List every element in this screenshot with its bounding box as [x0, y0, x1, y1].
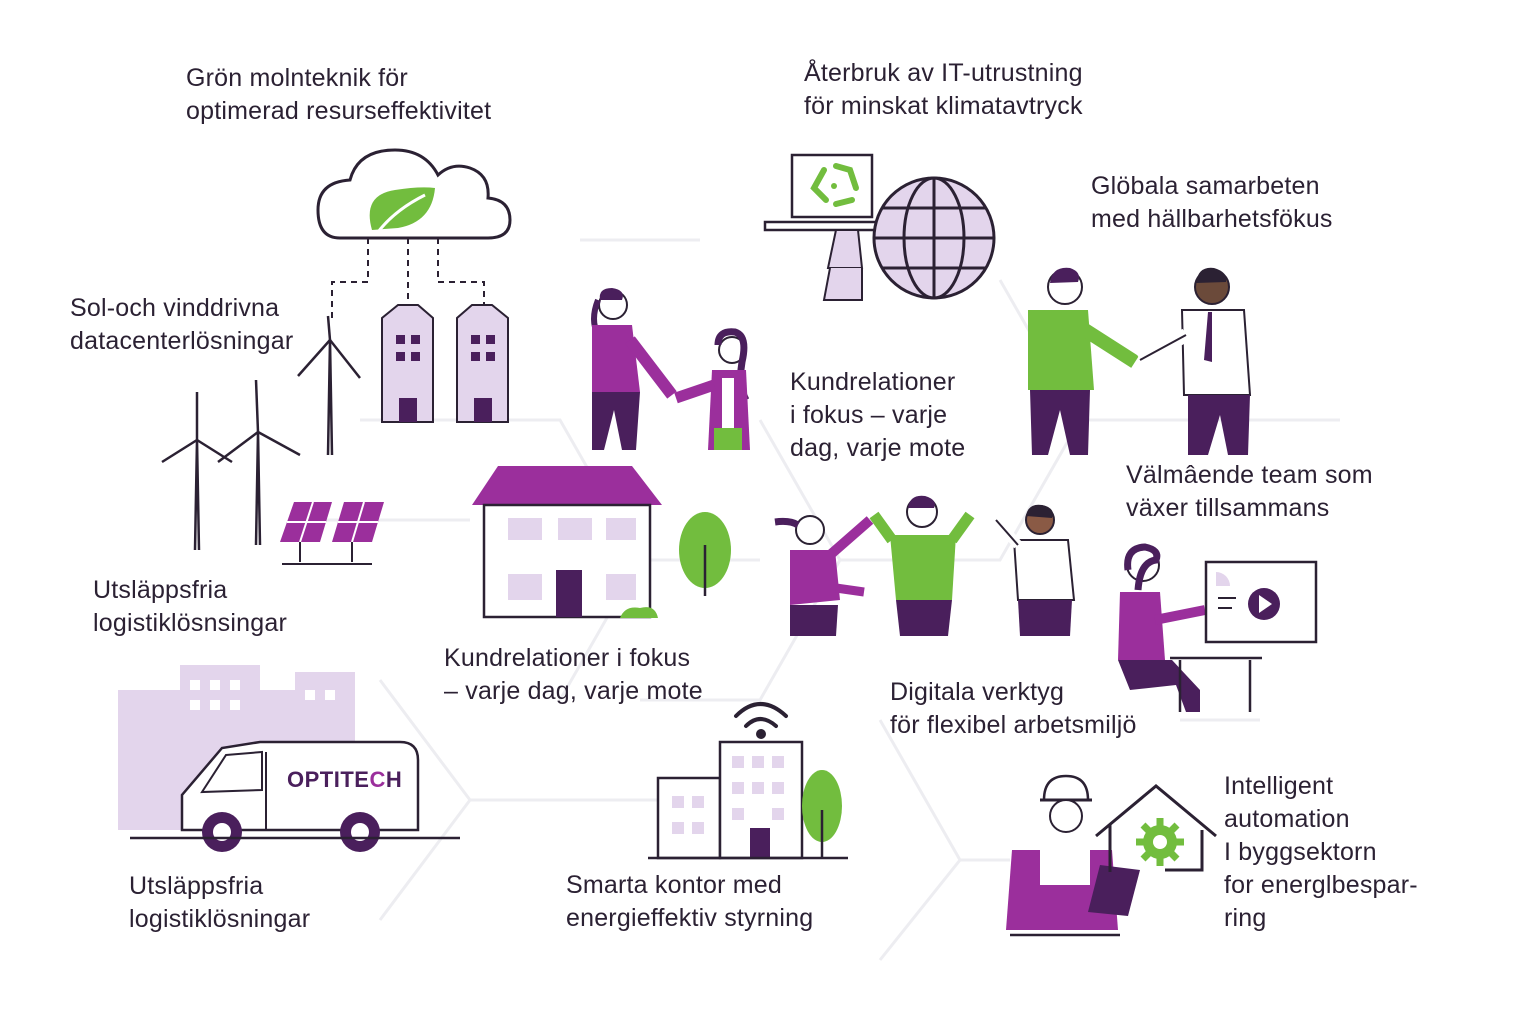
brand-text-accent: C [369, 767, 386, 792]
label-customer-relations-top: Kundrelationer i fokus – varje dag, varj… [790, 368, 966, 462]
label-logistics-bottom: Utsläppsfria logistiklösningar [129, 872, 311, 933]
globe-icon [872, 176, 996, 300]
tablet-icon [1088, 865, 1140, 916]
label-global-collaboration: Glöbala samarbeten med hällbarhetsfökus [1091, 172, 1333, 233]
wind-turbine-icon [161, 315, 361, 551]
label-customer-relations-mid: Kundrelationer i fokus – varje dag, varj… [444, 644, 703, 705]
label-logistics-top: Utsläppsfria logistiklösnsingar [93, 576, 287, 637]
brand-text-end: H [385, 767, 403, 792]
smart-house-outline [1095, 784, 1217, 872]
remote-worker [1118, 543, 1262, 712]
datacenter-buildings [381, 304, 509, 423]
label-digital-tools: Digitala verktyg för flexibel arbetsmilj… [890, 678, 1137, 739]
wifi-icon [734, 702, 788, 739]
global-partners-handshake [1028, 267, 1252, 455]
recycle-icon [810, 163, 859, 207]
tree-near-house [620, 512, 731, 618]
delivery-van [130, 740, 460, 852]
cloud-dashed-connectors [331, 238, 485, 320]
label-datacenter: Sol-och vinddrivna datacenterlösningar [70, 294, 294, 355]
laptop [763, 153, 890, 301]
label-smart-office: Smarta kontor med energieffektiv styrnin… [566, 871, 814, 932]
video-play-icon [1204, 560, 1318, 644]
smart-office-building [648, 740, 848, 860]
label-intelligent-automation: Intelligent automation I byggsektorn for… [1224, 772, 1418, 932]
cloud-leaf-icon [316, 148, 512, 240]
brand-text-main: OPTITE [287, 767, 370, 792]
team-high-five [774, 495, 1076, 636]
van-brand-logo: OPTITECH [287, 767, 402, 793]
label-wellbeing-team: Välmâende team som växer tillsammans [1126, 461, 1373, 522]
house [472, 466, 662, 619]
gear-icon [1136, 818, 1184, 866]
label-it-reuse: Återbruk av IT-utrustning för minskat kl… [804, 59, 1083, 120]
handshake-pair [591, 288, 750, 450]
label-green-cloud: Grön molnteknik för optimerad resurseffe… [186, 64, 492, 125]
solar-panel-icon [280, 501, 384, 565]
